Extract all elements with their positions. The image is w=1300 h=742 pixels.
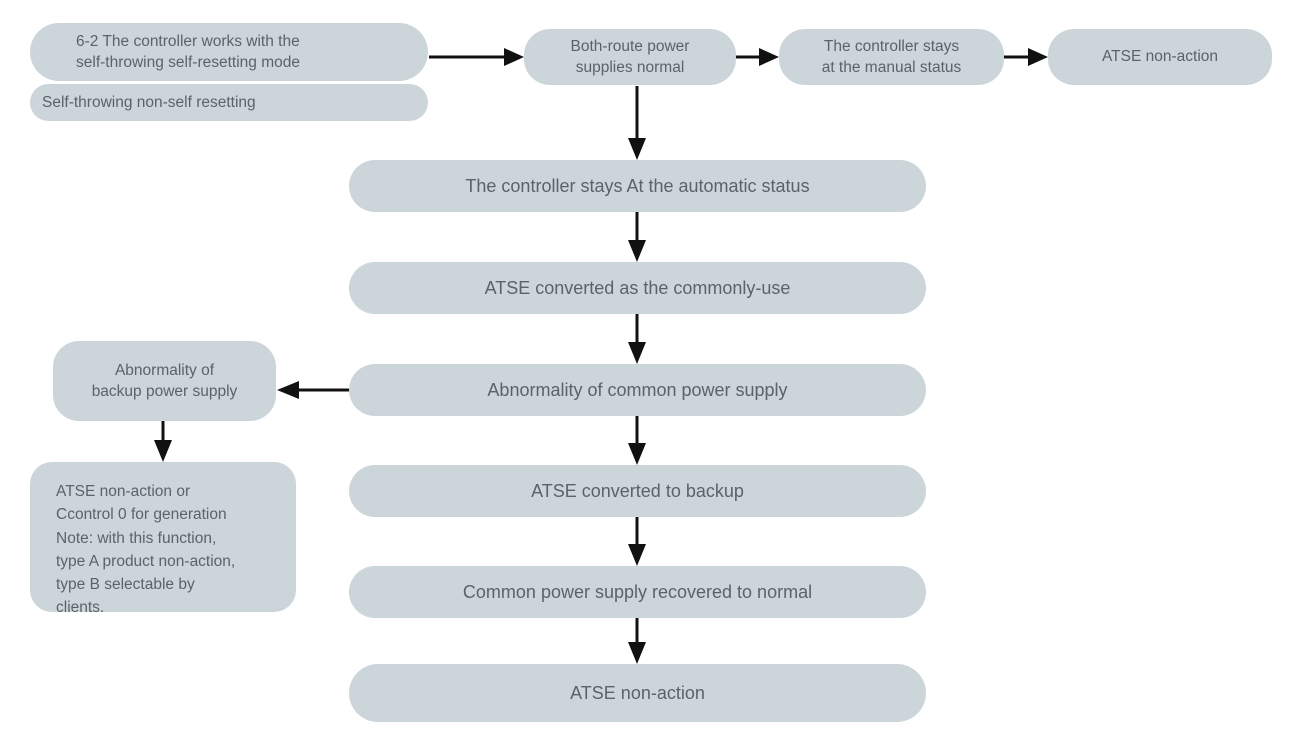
edge-both-route-to-manual [736,48,779,66]
edge-commonly-use-to-abnormality-common [628,314,646,364]
node-mode-sub-label: Self-throwing non-self resetting [42,93,256,111]
node-abnormality-backup-label: Abnormality of backup power supply [91,361,238,400]
node-mode-title-label: 6-2 The controller works with the self-t… [76,32,300,71]
edge-both-route-to-automatic [628,86,646,160]
node-converted-commonly-use[interactable]: ATSE converted as the commonly-use [349,262,926,314]
node-both-route-normal[interactable]: Both-route power supplies normal [524,29,736,85]
edge-abnormality-common-to-backup [277,381,349,399]
node-converted-backup[interactable]: ATSE converted to backup [349,465,926,517]
node-both-route-normal-label: Both-route power supplies normal [570,37,690,76]
edge-abnormality-common-to-converted-backup [628,415,646,465]
edge-converted-backup-to-common-recovered [628,516,646,566]
edge-manual-to-atse-top [1004,48,1048,66]
node-atse-non-action-top-label: ATSE non-action [1101,48,1219,66]
node-common-recovered[interactable]: Common power supply recovered to normal [349,566,926,618]
edge-common-recovered-to-atse-bottom [628,617,646,664]
node-atse-non-action-bottom-label: ATSE non-action [570,682,705,703]
edge-mode-to-both-route [429,48,524,66]
node-manual-status[interactable]: The controller stays at the manual statu… [779,29,1004,85]
node-common-recovered-label: Common power supply recovered to normal [462,581,813,602]
node-note-box-label: ATSE non-action or Ccontrol 0 for genera… [56,483,236,617]
edge-abnormality-backup-to-note [154,421,172,462]
node-abnormality-common-label: Abnormality of common power supply [487,379,788,400]
node-converted-commonly-use-label: ATSE converted as the commonly-use [484,277,791,298]
node-manual-status-label: The controller stays at the manual statu… [821,37,962,76]
node-abnormality-common[interactable]: Abnormality of common power supply [349,364,926,416]
node-automatic-status[interactable]: The controller stays At the automatic st… [349,160,926,212]
node-atse-non-action-top[interactable]: ATSE non-action [1048,29,1272,85]
node-converted-backup-label: ATSE converted to backup [531,480,744,501]
node-mode-title[interactable]: 6-2 The controller works with the self-t… [30,23,428,81]
node-automatic-status-label: The controller stays At the automatic st… [465,175,810,196]
node-mode-sub[interactable]: Self-throwing non-self resetting [30,84,428,121]
edge-automatic-to-commonly-use [628,212,646,262]
node-note-box[interactable]: ATSE non-action or Ccontrol 0 for genera… [30,462,296,616]
node-abnormality-backup[interactable]: Abnormality of backup power supply [53,341,276,421]
node-atse-non-action-bottom[interactable]: ATSE non-action [349,664,926,722]
